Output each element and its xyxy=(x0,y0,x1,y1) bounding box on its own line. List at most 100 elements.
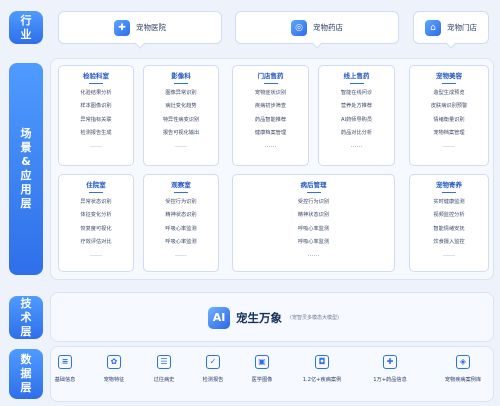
data-item-label: 过往病史 xyxy=(153,377,175,383)
medicine-icon: ✚ xyxy=(383,355,397,369)
card-item: 呼吸心率监测 xyxy=(165,239,197,246)
card-item: 视频监控分析 xyxy=(433,212,465,219)
card-item: 实时健康监测 xyxy=(433,199,465,205)
scene-card-boarding[interactable]: 宠物寄养 实时健康监测 视频监控分析 智能情绪安抚 饮食摄入监控 …… xyxy=(409,174,489,272)
card-item: 药品对比分析 xyxy=(340,130,373,137)
scene-card-store-sales[interactable]: 门店售药 宠物症状识别 疾病初步筛查 药品智能推荐 健康档案管理 …… xyxy=(232,65,309,166)
title-underline xyxy=(89,192,103,193)
tech-brand-block: AI 宠生万象 (宠智灵多模态大模型) xyxy=(58,296,489,339)
card-item: 化验结果分析 xyxy=(80,90,112,96)
industry-label: 宠物药店 xyxy=(313,23,343,32)
scene-card-grooming[interactable]: 宠物美容 造型生成预览 皮肤病识别预警 情绪衡量识别 宠物档案管理 …… xyxy=(409,65,489,166)
card-more: …… xyxy=(443,250,455,258)
card-item: 图像异常识别 xyxy=(165,90,197,96)
card-item: 精神状态识别 xyxy=(165,212,197,219)
card-item: 精神状态识别 xyxy=(297,212,330,219)
data-item-history[interactable]: ☰ 过往病史 xyxy=(139,355,189,383)
card-title: 门店售药 xyxy=(257,72,284,80)
card-item: 体征变化分析 xyxy=(80,212,112,219)
scene-card-imaging[interactable]: 影像科 图像异常识别 病灶变化趋势 特异性病变识别 报告可视化输出 …… xyxy=(143,65,219,166)
history-icon: ☰ xyxy=(157,355,171,369)
connector-notch xyxy=(134,37,146,49)
card-item: 呼吸心率监测 xyxy=(297,225,330,232)
card-title: 影像科 xyxy=(171,72,191,80)
title-underline xyxy=(442,83,456,84)
database-icon: ◈ xyxy=(456,355,470,369)
scene-card-inpatient[interactable]: 住院室 异常状态识别 体征变化分析 恢复度可视化 疗效评估对比 …… xyxy=(58,174,134,272)
industry-label: 宠物门店 xyxy=(447,23,477,32)
industry-card-store[interactable]: ⌂ 宠物门店 xyxy=(413,11,489,49)
card-item: 皮肤病识别预警 xyxy=(430,103,468,110)
store-icon: ⌂ xyxy=(425,19,441,36)
scene-card-observation[interactable]: 观察室 受控行为识别 精神状态识别 呼吸心率监测 呼吸心率监测 …… xyxy=(143,174,219,272)
card-more: …… xyxy=(90,141,102,149)
title-underline xyxy=(349,83,364,84)
title-underline xyxy=(442,192,456,193)
data-item-label: 基础信息 xyxy=(54,377,76,383)
industry-card-hospital[interactable]: ✚ 宠物医院 xyxy=(58,11,222,49)
card-item: 药品智能推荐 xyxy=(254,116,287,123)
data-item-drug-info[interactable]: ✚ 1万+药品信息 xyxy=(365,355,415,383)
card-item: 呼吸心率监测 xyxy=(297,239,330,246)
title-underline xyxy=(174,192,188,193)
data-panel xyxy=(50,346,494,402)
card-item: 情绪衡量识别 xyxy=(433,116,465,123)
card-title: 观察室 xyxy=(171,181,191,189)
layer-label-industry: 行业 xyxy=(9,11,43,44)
image-icon: ▣ xyxy=(255,355,269,369)
card-item: 呼吸心率监测 xyxy=(165,225,197,232)
card-item: 受控行为识别 xyxy=(165,199,197,205)
model-logo-icon: AI xyxy=(208,306,231,329)
title-underline xyxy=(263,83,278,84)
hospital-icon: ✚ xyxy=(114,19,130,36)
card-item: 样本图像识别 xyxy=(80,103,112,110)
connector-notch xyxy=(311,37,323,49)
data-item-label: 宠物特征 xyxy=(103,377,125,383)
scene-card-post-care[interactable]: 病后管理 受控行为识别 精神状态识别 呼吸心率监测 呼吸心率监测 …… xyxy=(232,174,395,272)
title-underline xyxy=(89,83,103,84)
card-title: 病后管理 xyxy=(300,181,327,189)
data-item-pet-features[interactable]: ✿ 宠物特征 xyxy=(89,355,139,383)
industry-card-pharmacy[interactable]: ◎ 宠物药店 xyxy=(235,11,399,49)
data-item-disease-cases[interactable]: ◘ 1.2亿+疾病案例 xyxy=(297,355,347,383)
layer-label-scene: 场景&应用层 xyxy=(9,63,43,275)
card-item: 特异性病变识别 xyxy=(162,116,200,123)
title-underline xyxy=(174,83,188,84)
data-item-medical-images[interactable]: ▣ 医学图像 xyxy=(237,355,287,383)
card-item: 宠物档案管理 xyxy=(433,130,465,137)
card-more: …… xyxy=(307,250,320,258)
document-icon: ≡ xyxy=(58,355,72,369)
brand-name: 宠生万象 xyxy=(236,310,283,325)
card-item: 健康档案管理 xyxy=(254,130,287,137)
card-more: …… xyxy=(90,250,102,258)
data-item-case-library[interactable]: ◈ 宠物疾病案例库 xyxy=(438,355,488,383)
card-item: 受控行为识别 xyxy=(297,199,330,205)
layer-label-data: 数据层 xyxy=(9,349,43,399)
scene-card-lab[interactable]: 检验科室 化验结果分析 样本图像识别 异常指标关联 检测报告生成 …… xyxy=(58,65,134,166)
card-item: 检测报告生成 xyxy=(80,130,112,137)
data-item-basic-info[interactable]: ≡ 基础信息 xyxy=(40,355,90,383)
card-title: 住院室 xyxy=(86,181,106,189)
card-item: 造型生成预览 xyxy=(433,90,465,96)
card-item: 报告可视化输出 xyxy=(162,130,200,137)
card-more: …… xyxy=(350,141,363,149)
card-title: 宠物美容 xyxy=(436,72,462,80)
data-item-label: 医学图像 xyxy=(251,377,273,383)
card-item: 异常状态识别 xyxy=(80,199,112,205)
card-title: 线上售药 xyxy=(343,72,370,80)
card-more: …… xyxy=(443,141,455,149)
card-item: 宠物症状识别 xyxy=(254,90,287,96)
data-item-label: 检测报告 xyxy=(202,377,224,383)
layer-label-tech: 技术层 xyxy=(9,296,43,339)
disk-icon: ◘ xyxy=(315,355,329,369)
card-title: 检验科室 xyxy=(83,72,109,80)
card-item: 疾病初步筛查 xyxy=(254,103,287,110)
connector-notch xyxy=(445,37,457,49)
card-item: 异常指标关联 xyxy=(80,116,112,123)
clipboard-icon: ✓ xyxy=(206,355,220,369)
card-item: 恢复度可视化 xyxy=(80,225,112,232)
pharmacy-icon: ◎ xyxy=(291,19,307,36)
scene-card-online-sales[interactable]: 线上售药 智能在线问诊 营养处方推荐 AI药师导购员 药品对比分析 …… xyxy=(318,65,395,166)
data-item-label: 宠物疾病案例库 xyxy=(444,377,482,383)
data-item-reports[interactable]: ✓ 检测报告 xyxy=(188,355,238,383)
